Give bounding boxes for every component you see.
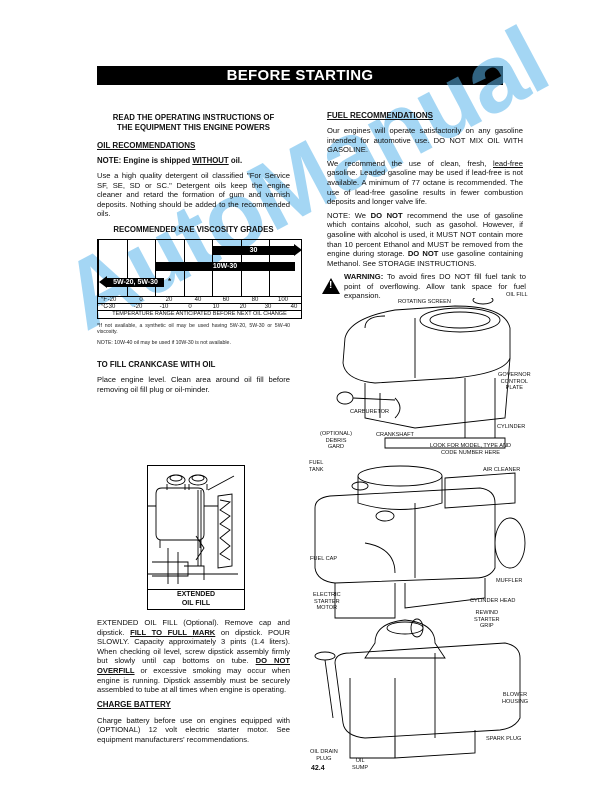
- fuel-p2-emph: lead-free: [493, 158, 523, 168]
- label-fuel-cap: FUEL CAP: [310, 556, 338, 562]
- warning-body: To avoid fires DO NOT fill fuel tank to …: [344, 272, 526, 301]
- crankcase-heading: TO FILL CRANKCASE WITH OIL: [97, 360, 216, 370]
- warning-text: WARNING: To avoid fires DO NOT fill fuel…: [344, 272, 526, 301]
- grid-line: [98, 239, 99, 297]
- asterisk-note: *: [168, 276, 172, 286]
- left-column: READ THE OPERATING INSTRUCTIONS OF THE E…: [97, 113, 302, 395]
- note-prefix: NOTE: Engine is shipped: [97, 156, 193, 165]
- fuel-p2-text-b: gasoline. Leaded gasoline may be used if…: [327, 168, 523, 207]
- crankcase-paragraph: Place engine level. Clean area around oi…: [97, 375, 290, 395]
- intro-line-1: READ THE OPERATING INSTRUCTIONS OF: [112, 113, 275, 122]
- c-tick: -30: [106, 303, 116, 310]
- viscosity-heading: RECOMMENDED SAE VISCOSITY GRADES: [113, 224, 274, 234]
- f-tick: 0: [139, 296, 143, 303]
- engine-diagrams: [314, 298, 526, 759]
- charge-battery-paragraph: Charge battery before use on engines equ…: [97, 715, 290, 744]
- right-column: FUEL RECOMMENDATIONS Our engines will op…: [327, 111, 523, 268]
- viscosity-chart: 30 10W-30 5W-20, 5W-30 * °F -20 0 20 40 …: [97, 238, 302, 319]
- fuel-p3-emph-2: DO NOT: [407, 249, 439, 259]
- ext-text-3: or excessive smoking may occur when engi…: [97, 665, 290, 695]
- fuel-p2-text-a: We recommend the use of clean, fresh,: [327, 158, 494, 168]
- c-tick: 30: [264, 303, 272, 310]
- ext-emph-2: DO NOT OVERFILL: [97, 656, 290, 675]
- fahrenheit-axis: °F -20 0 20 40 60 80 100: [98, 295, 301, 304]
- bar-30: 30: [212, 245, 295, 255]
- section-banner: BEFORE STARTING: [97, 66, 503, 85]
- footnote-synthetic: *If not available, a synthetic oil may b…: [97, 322, 290, 336]
- ext-text-2: on dipstick. POUR SLOWLY. Capacity appro…: [97, 627, 290, 666]
- fuel-paragraph-3: NOTE: We DO NOT recommend the use of gas…: [327, 211, 523, 269]
- c-unit: °C: [101, 303, 108, 310]
- f-tick: 40: [194, 296, 202, 303]
- label-governor-control-plate: GOVERNOR CONTROL PLATE: [498, 372, 531, 392]
- note-suffix: oil.: [228, 156, 243, 165]
- fuel-p3-text-b: recommend the use of gasoline which cont…: [327, 210, 523, 259]
- chart-caption: TEMPERATURE RANGE ANTICIPATED BEFORE NEX…: [98, 309, 301, 318]
- label-carburetor: CARBURETOR: [350, 409, 390, 415]
- bar-5w20-5w30: 5W-20, 5W-30: [107, 277, 164, 287]
- f-tick: 20: [165, 296, 173, 303]
- label-electric-starter-motor: ELECTRIC STARTER MOTOR: [313, 592, 341, 612]
- oil-note: NOTE: Engine is shipped WITHOUT oil.: [97, 156, 290, 166]
- celsius-axis: °C -30 -20 -10 0 10 20 30 40: [98, 302, 301, 311]
- intro-line-2: THE EQUIPMENT THIS ENGINE POWERS: [117, 123, 270, 132]
- label-rotating-screen: ROTATING SCREEN: [398, 299, 451, 305]
- label-muffler: MUFFLER: [496, 578, 523, 584]
- arrow-right-icon: [294, 243, 302, 256]
- ext-text-1: EXTENDED OIL FILL (Optional). Remove cap…: [97, 618, 290, 637]
- label-cylinder-head: CYLINDER HEAD: [470, 598, 516, 604]
- label-rewind-starter-grip: REWIND STARTER GRIP: [474, 610, 500, 630]
- c-tick: -20: [133, 303, 143, 310]
- fuel-recommendations-heading: FUEL RECOMMENDATIONS: [327, 111, 433, 120]
- bar-10w30: 10W-30: [155, 261, 295, 271]
- extended-oil-fill-figure: EXTENDED OIL FILL: [147, 465, 245, 610]
- left-bottom: EXTENDED OIL FILL (Optional). Remove cap…: [97, 618, 290, 745]
- arrow-left-icon: [99, 275, 107, 288]
- label-air-cleaner: AIR CLEANER: [483, 467, 521, 473]
- extended-oil-fill-caption: EXTENDED OIL FILL: [148, 589, 244, 609]
- ext-emph-1: FILL TO FULL MARK: [130, 627, 216, 637]
- f-tick: 80: [251, 296, 259, 303]
- footnote-10w40: NOTE: 10W-40 oil may be used if 10W-30 i…: [97, 339, 231, 346]
- label-model-number: LOOK FOR MODEL, TYPE AND CODE NUMBER HER…: [430, 443, 512, 456]
- fuel-p3-text-a: NOTE: We: [327, 210, 371, 220]
- c-tick: 10: [212, 303, 220, 310]
- label-crankshaft: CRANKSHAFT: [376, 432, 414, 438]
- f-unit: °F: [101, 296, 108, 303]
- fuel-p3-text-c: use gasoline containing Methanol. See ST…: [327, 249, 523, 268]
- c-tick: 20: [239, 303, 247, 310]
- grid-line: [127, 239, 128, 297]
- label-cylinder: CYLINDER: [497, 424, 526, 430]
- f-tick: 60: [222, 296, 230, 303]
- label-spark-plug: SPARK PLUG: [486, 736, 522, 742]
- oil-paragraph: Use a high quality detergent oil classif…: [97, 171, 290, 219]
- warning-triangle-icon: !: [322, 278, 340, 294]
- oil-recommendations-heading: OIL RECOMMENDATIONS: [97, 141, 196, 150]
- extended-oil-fill-paragraph: EXTENDED OIL FILL (Optional). Remove cap…: [97, 618, 290, 695]
- intro-heading: READ THE OPERATING INSTRUCTIONS OF THE E…: [97, 113, 290, 133]
- label-blower-housing: BLOWER HOUSING: [502, 692, 529, 705]
- warning-label: WARNING:: [344, 272, 384, 281]
- charge-battery-heading: CHARGE BATTERY: [97, 699, 171, 709]
- f-tick: 100: [277, 296, 289, 303]
- label-debris-gard: (OPTIONAL) DEBRIS GARD: [320, 431, 353, 451]
- caption-line-1: EXTENDED: [176, 591, 216, 598]
- fuel-p3-emph-1: DO NOT: [370, 210, 403, 220]
- label-fuel-tank: FUEL TANK: [309, 460, 324, 473]
- caption-line-2: OIL FILL: [181, 600, 211, 607]
- label-oil-fill: OIL FILL: [506, 292, 528, 298]
- note-emphasis: WITHOUT: [192, 156, 229, 165]
- fuel-paragraph-2: We recommend the use of clean, fresh, le…: [327, 159, 523, 207]
- c-tick: 40: [290, 303, 298, 310]
- page-number: 42.4: [311, 765, 325, 772]
- label-oil-drain-plug: OIL DRAIN PLUG: [310, 749, 338, 762]
- fuel-paragraph-1: Our engines will operate satisfactorily …: [327, 126, 523, 155]
- oil-fill-illustration: [148, 474, 238, 584]
- c-tick: -10: [159, 303, 169, 310]
- c-tick: 0: [188, 303, 192, 310]
- f-tick: -20: [107, 296, 117, 303]
- label-oil-sump: OIL SUMP: [352, 758, 369, 771]
- warning-block: ! WARNING: To avoid fires DO NOT fill fu…: [322, 272, 526, 301]
